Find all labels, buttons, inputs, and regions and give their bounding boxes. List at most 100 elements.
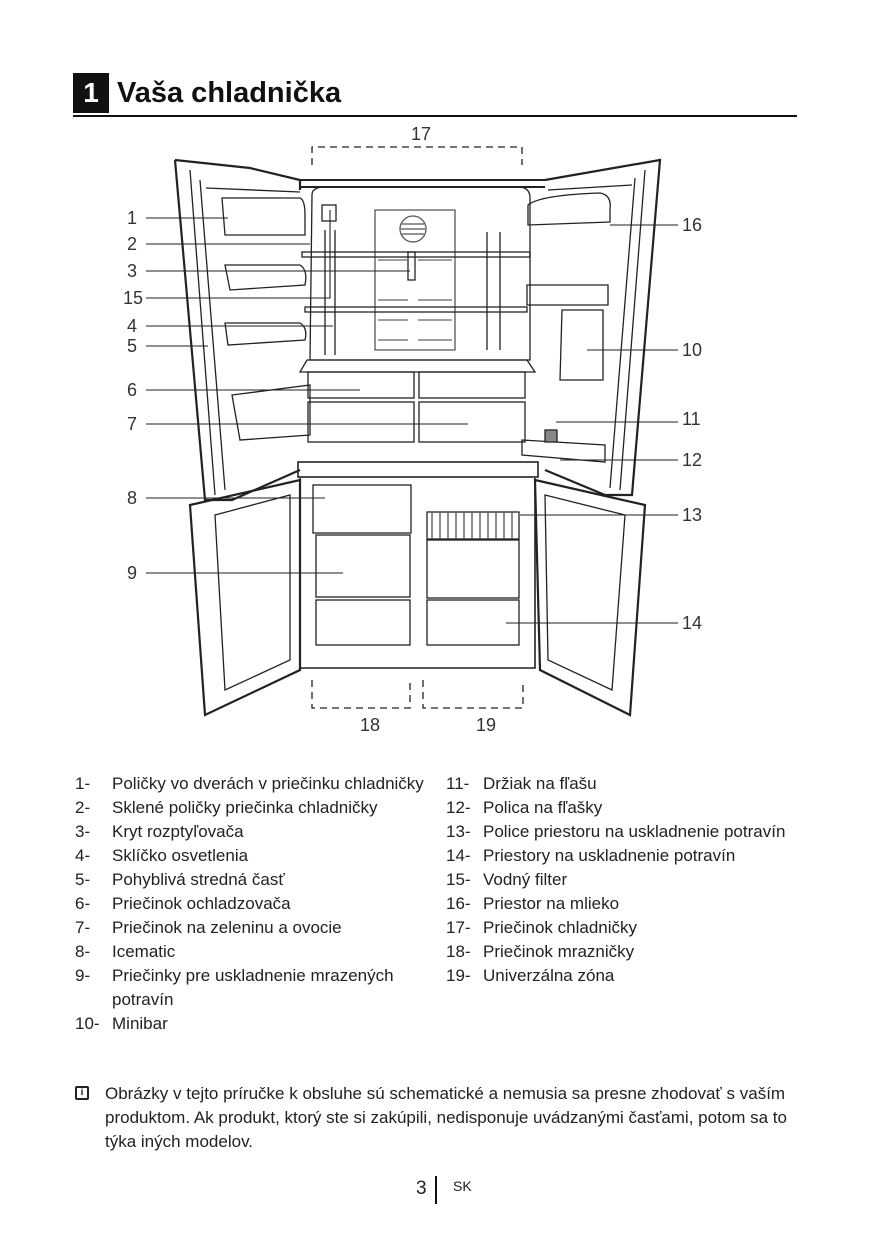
legend-text: Priestor na mlieko — [483, 894, 620, 913]
legend-item: 2-Sklené poličky priečinka chladničky — [75, 796, 445, 820]
legend-item: 15- Vodný filter — [446, 868, 826, 892]
legend-item: 14- Priestory na uskladnenie potravín — [446, 844, 826, 868]
legend-text: Minibar — [112, 1014, 168, 1033]
legend-text: Priečinok chladničky — [483, 918, 638, 937]
door-shelf-right — [526, 284, 609, 306]
legend-text: Priečinky pre uskladnenie mrazených potr… — [112, 966, 394, 1009]
callout-13: 13 — [682, 505, 702, 525]
legend-number: 11- — [446, 774, 470, 793]
info-note: i Obrázky v tejto príručke k obsluhe sú … — [75, 1082, 805, 1154]
glass-shelf-upper — [301, 251, 531, 258]
legend-number: 14- — [446, 846, 471, 865]
legend-text: Držiak na fľašu — [483, 774, 597, 793]
cooler-drawer-right — [418, 371, 526, 399]
legend-item: 6- Priečinok ochladzovača — [75, 892, 445, 916]
legend-text: Priečinok na zeleninu a ovocie — [112, 918, 342, 937]
legend-item: 7- Priečinok na zeleninu a ovocie — [75, 916, 445, 940]
callout-4: 4 — [127, 316, 137, 336]
legend-item: 10- Minibar — [75, 1012, 445, 1036]
freezer-zone-bracket — [311, 680, 411, 709]
callout-1: 1 — [127, 208, 137, 228]
legend-item: 13- Police priestoru na uskladnenie potra… — [446, 820, 826, 844]
legend-item: 18- Priečinok mrazničky — [446, 940, 826, 964]
legend-text: Poličky vo dverách v priečinku chladničk… — [112, 774, 424, 793]
legend-number: 2- — [75, 798, 91, 817]
legend-text: Police priestoru na uskladnenie potravín — [483, 822, 786, 841]
legend-number: 4- — [75, 846, 91, 865]
callout-12: 12 — [682, 450, 702, 470]
cooler-drawer-left — [307, 371, 415, 399]
callout-18: 18 — [360, 715, 380, 735]
legend-item: 12-Polica na fľašky — [446, 796, 826, 820]
universal-zone-bracket — [422, 680, 524, 709]
legend-text: Univerzálna zóna — [483, 966, 615, 985]
legend-number: 8- — [75, 942, 91, 961]
door-shelf-2 — [224, 264, 307, 291]
legend-number: 7- — [75, 918, 91, 937]
refrigerator-diagram: 17 1 2 3 15 4 5 6 7 8 9 16 10 11 12 13 1… — [123, 124, 702, 735]
callout-3: 3 — [127, 261, 137, 281]
legend-text: Vodný filter — [483, 870, 568, 889]
storage-drawer-1 — [426, 539, 520, 599]
callout-8: 8 — [127, 488, 137, 508]
callout-9: 9 — [127, 563, 137, 583]
info-icon: i — [75, 1086, 89, 1100]
legend-number: 6- — [75, 894, 91, 913]
page-footer: 3 SK — [0, 1176, 874, 1206]
callout-17: 17 — [411, 124, 431, 144]
legend-number: 13- — [446, 822, 471, 841]
note-text: Obrázky v tejto príručke k obsluhe sú sc… — [105, 1084, 787, 1151]
legend-item: 17- Priečinok chladničky — [446, 916, 826, 940]
callout-10: 10 — [682, 340, 702, 360]
fan-cover — [399, 215, 427, 243]
legend-number: 15- — [446, 870, 471, 889]
legend-right-column: 11- Držiak na fľašu 12-Polica na fľašky 1… — [446, 772, 826, 988]
legend-text: Priestory na uskladnenie potravín — [483, 846, 736, 865]
legend-text: Kryt rozptyľovača — [112, 822, 244, 841]
storage-shelf — [426, 511, 520, 540]
callout-6: 6 — [127, 380, 137, 400]
callout-5: 5 — [127, 336, 137, 356]
legend-item: 1- Poličky vo dverách v priečinku chladni… — [75, 772, 445, 796]
door-shelf-3 — [224, 322, 307, 346]
legend-text: Priečinok mrazničky — [483, 942, 635, 961]
left-fridge-door — [173, 158, 302, 502]
dairy-compartment — [527, 192, 611, 226]
divider — [297, 461, 539, 478]
callout-2: 2 — [127, 234, 137, 254]
storage-drawer-2 — [426, 599, 520, 646]
bottle-shelf — [521, 439, 606, 463]
legend-number: 3- — [75, 822, 91, 841]
leader-lines — [146, 210, 678, 624]
legend-number: 9- — [75, 966, 91, 985]
glass-shelf-lower — [304, 306, 528, 313]
legend-item: 11- Držiak na fľašu — [446, 772, 826, 796]
crisper-left — [307, 401, 415, 443]
legend-number: 5- — [75, 870, 91, 889]
callout-11: 11 — [682, 409, 701, 429]
legend-number: 1- — [75, 774, 91, 793]
legend-item: 16- Priestor na mlieko — [446, 892, 826, 916]
footer-divider — [435, 1176, 437, 1204]
left-freezer-door — [188, 478, 302, 717]
legend-item: 5- Pohyblivá stredná časť — [75, 868, 445, 892]
legend-text: Icematic — [112, 942, 176, 961]
legend-number: 17- — [446, 918, 471, 937]
legend-number: 18- — [446, 942, 471, 961]
callout-19: 19 — [476, 715, 496, 735]
bottle-holder — [544, 429, 558, 443]
crisper-right — [418, 401, 526, 443]
door-lower-bin — [231, 384, 311, 441]
diffuser-cover — [407, 251, 416, 281]
legend-number: 16- — [446, 894, 471, 913]
callout-15: 15 — [123, 288, 143, 308]
legend-text: Priečinok ochladzovača — [112, 894, 291, 913]
right-fridge-door — [544, 158, 662, 497]
chapter-number: 1 — [73, 73, 109, 113]
freezer-drawer-1 — [315, 534, 411, 598]
legend-text: Polica na fľašky — [483, 798, 603, 817]
icematic — [312, 484, 412, 534]
legend-text: Pohyblivá stredná časť — [112, 870, 285, 889]
legend-number: 10- — [75, 1014, 100, 1033]
cooler-cover — [298, 359, 537, 373]
